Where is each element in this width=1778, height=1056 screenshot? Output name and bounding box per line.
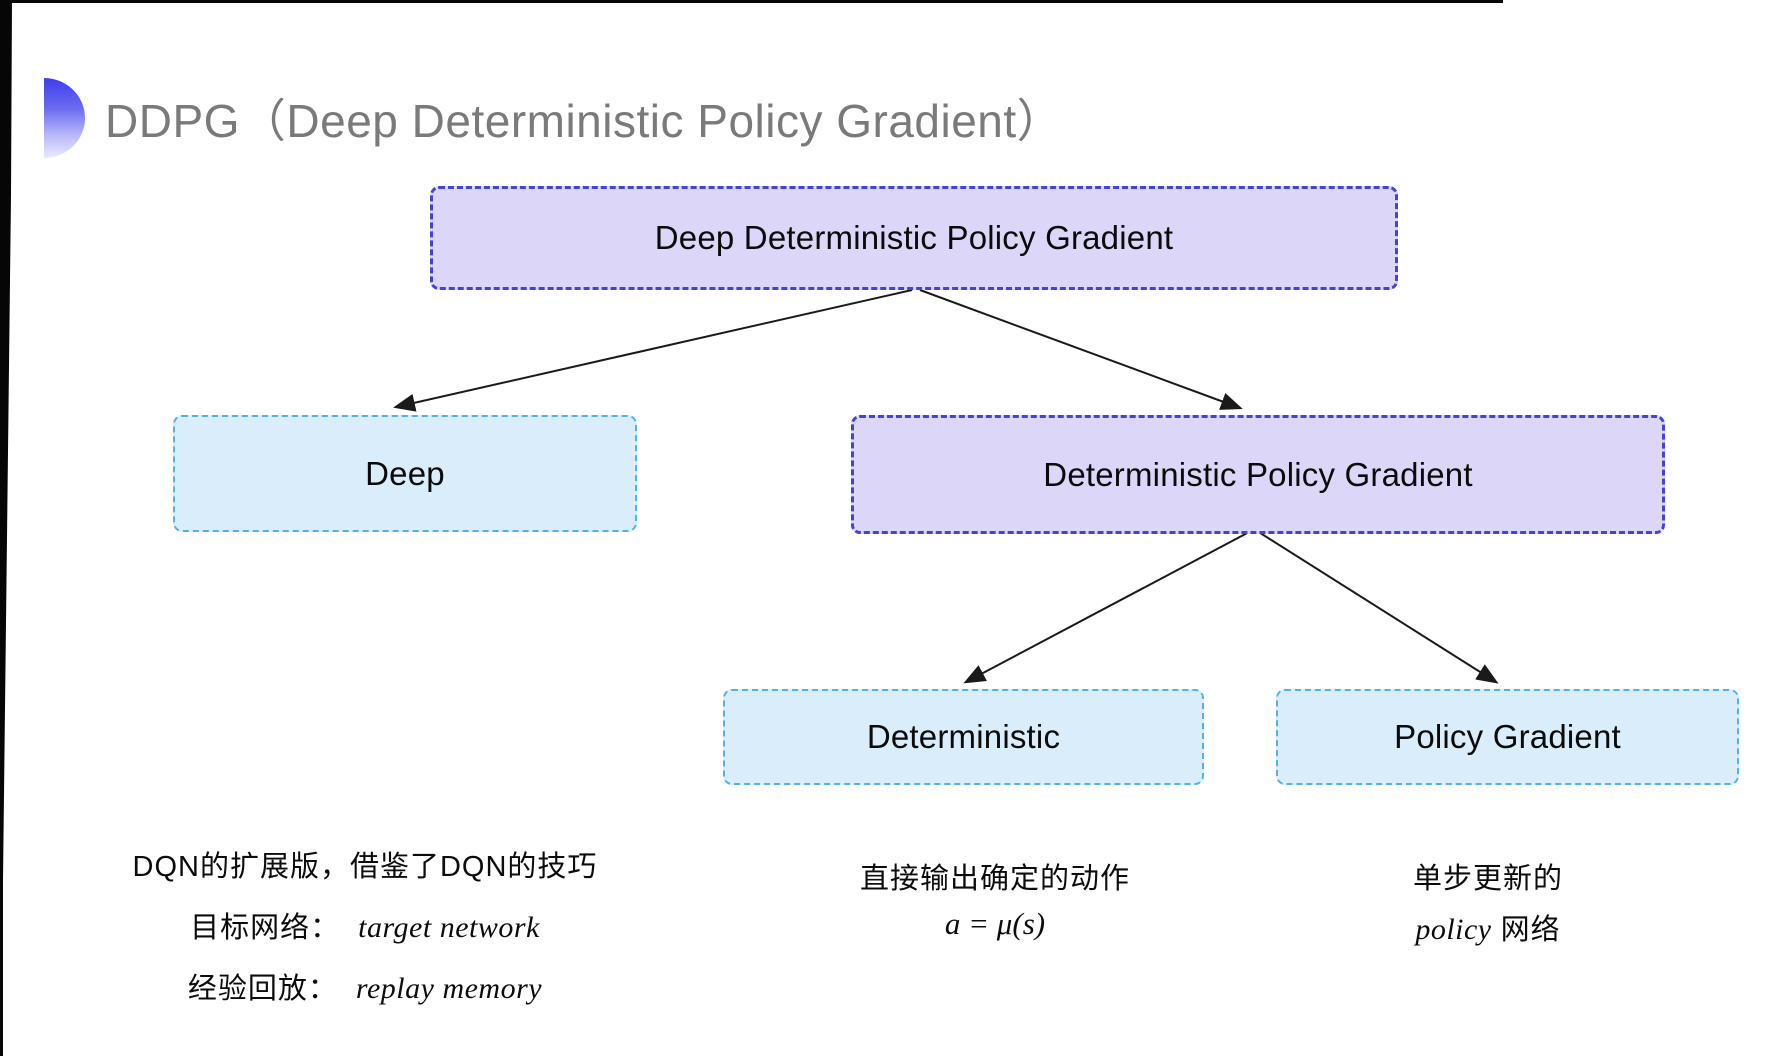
node-label: Deep xyxy=(365,454,445,492)
annotation-policy-gradient: 单步更新的 policy 网络 xyxy=(1288,855,1688,948)
node-deep: Deep xyxy=(173,415,637,532)
title-bullet-icon xyxy=(44,78,85,158)
page-title: DDPG（Deep Deterministic Policy Gradient） xyxy=(105,95,1064,147)
annotation-deterministic: 直接输出确定的动作 a = μ(s) xyxy=(795,855,1195,942)
annotation-line: policy 网络 xyxy=(1288,906,1688,948)
node-deterministic-policy-gradient: Deterministic Policy Gradient xyxy=(851,415,1665,534)
arrow-dpg-to-policy-gradient xyxy=(1256,530,1499,684)
node-label: Policy Gradient xyxy=(1394,718,1621,755)
annotation-term: replay memory xyxy=(355,972,543,1005)
arrow-root-to-deep xyxy=(393,289,913,412)
arrow-dpg-to-deterministic xyxy=(963,530,1252,684)
annotation-line: 直接输出确定的动作 xyxy=(859,863,1130,895)
node-label: Deterministic xyxy=(866,718,1061,755)
slide-header: DDPG（Deep Deterministic Policy Gradient） xyxy=(44,78,1063,158)
annotation-line: 目标网络： target network xyxy=(105,904,625,946)
annotation-line: 单步更新的 xyxy=(1412,863,1563,895)
annotation-term: policy xyxy=(1415,913,1492,946)
node-deterministic: Deterministic xyxy=(723,689,1204,785)
node-label: Deep Deterministic Policy Gradient xyxy=(654,219,1174,256)
node-policy-gradient: Policy Gradient xyxy=(1276,689,1739,785)
annotation-formula: a = μ(s) xyxy=(944,906,1046,941)
node-label: Deterministic Policy Gradient xyxy=(1043,455,1473,493)
annotation-deep: DQN的扩展版，借鉴了DQN的技巧 目标网络： target network 经验… xyxy=(105,843,625,1026)
annotation-line: 经验回放： replay memory xyxy=(105,965,625,1007)
arrow-root-to-dpg xyxy=(919,289,1243,410)
annotation-label: 目标网络： xyxy=(190,912,341,944)
annotation-term: target network xyxy=(358,911,540,944)
node-deep-deterministic-policy-gradient: Deep Deterministic Policy Gradient xyxy=(430,186,1398,290)
annotation-line: DQN的扩展版，借鉴了DQN的技巧 xyxy=(132,851,598,883)
annotation-label: 经验回放： xyxy=(187,973,338,1005)
annotation-suffix: 网络 xyxy=(1491,914,1561,946)
